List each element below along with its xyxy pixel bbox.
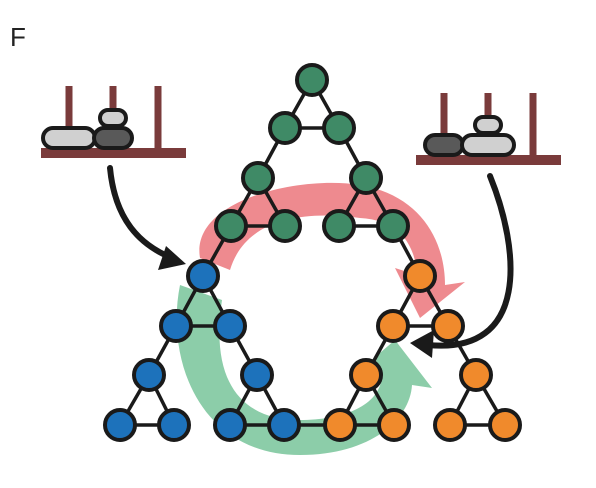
- peg-disk: [460, 133, 516, 157]
- peg-base: [41, 148, 186, 158]
- left-group-node: [213, 408, 247, 442]
- peg-disk: [423, 133, 465, 157]
- right-group-node: [323, 408, 357, 442]
- peg-disk: [41, 126, 97, 150]
- top-group-node: [295, 63, 329, 97]
- peg-disk: [98, 108, 128, 128]
- left-group-node: [103, 408, 137, 442]
- right-group-node: [431, 309, 465, 343]
- left-group-node: [267, 408, 301, 442]
- peg-rod: [440, 93, 448, 157]
- right-peg-state-icon: [416, 93, 561, 165]
- peg-rod: [154, 86, 162, 150]
- peg-rod: [529, 93, 537, 157]
- graph-nodes: [103, 63, 522, 442]
- left-group-node: [157, 408, 191, 442]
- peg-disk: [92, 126, 134, 150]
- top-group-node: [322, 111, 356, 145]
- right-group-node: [433, 408, 467, 442]
- top-group-node: [214, 209, 248, 243]
- top-group-node: [268, 209, 302, 243]
- right-group-node: [377, 408, 411, 442]
- right-group-node: [349, 358, 383, 392]
- right-group-node: [459, 358, 493, 392]
- right-pointer-arrow: [425, 173, 514, 349]
- red-cycle-arrow: [199, 182, 465, 318]
- panel-label: F: [10, 22, 26, 52]
- top-group-node: [322, 209, 356, 243]
- left-group-node: [213, 309, 247, 343]
- right-group-node: [488, 408, 522, 442]
- right-group-node: [403, 259, 437, 293]
- top-group-node: [268, 111, 302, 145]
- left-group-node: [132, 358, 166, 392]
- right-group-node: [376, 309, 410, 343]
- state-pointer-arrows: [107, 165, 514, 358]
- left-peg-state-icon: [41, 86, 186, 158]
- left-group-node: [240, 358, 274, 392]
- left-group-node: [186, 259, 220, 293]
- left-group-node: [159, 309, 193, 343]
- left-pointer-arrowhead: [158, 246, 186, 270]
- peg-disk: [473, 115, 503, 135]
- peg-rod: [65, 86, 73, 150]
- top-group-node: [349, 161, 383, 195]
- right-pointer-arrowhead: [410, 330, 434, 358]
- top-group-node: [241, 161, 275, 195]
- left-pointer-arrow: [107, 165, 175, 261]
- top-group-node: [376, 209, 410, 243]
- peg-base: [416, 155, 561, 165]
